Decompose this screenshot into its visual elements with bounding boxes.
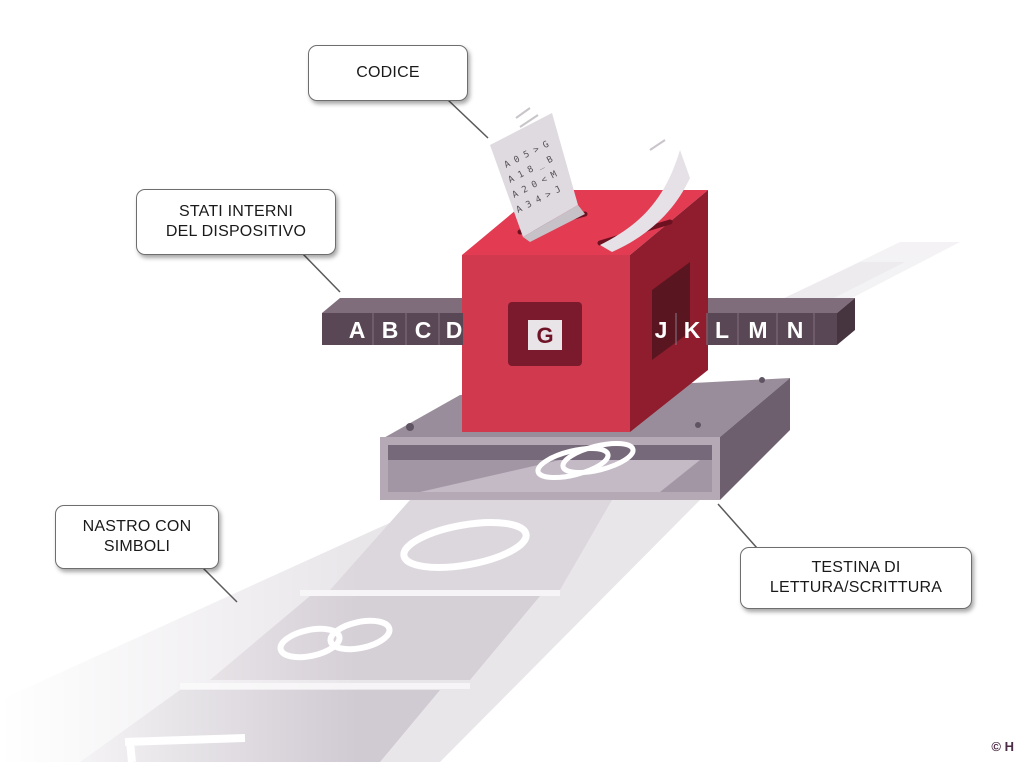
callout-nastro-line1: NASTRO CON xyxy=(82,518,192,535)
callout-codice: CODICE xyxy=(308,45,468,101)
callout-codice-text: CODICE xyxy=(356,64,420,81)
state-letter: J xyxy=(655,317,668,343)
control-box xyxy=(443,190,708,432)
head-base xyxy=(380,377,790,500)
copyright-mark: © H xyxy=(991,739,1014,754)
pointer-testina xyxy=(717,503,758,549)
state-letter: K xyxy=(684,317,701,343)
callout-nastro: NASTRO CON SIMBOLI xyxy=(55,505,219,569)
callout-stati-interni: STATI INTERNI DEL DISPOSITIVO xyxy=(136,189,336,255)
pointer-codice xyxy=(447,99,489,139)
callout-testina-line2: LETTURA/SCRITTURA xyxy=(769,579,943,596)
callout-testina-line1: TESTINA DI xyxy=(811,559,901,576)
current-state-letter: G xyxy=(536,323,553,348)
callout-stati-line2: DEL DISPOSITIVO xyxy=(165,223,307,240)
pointer-stati xyxy=(301,252,341,293)
callout-testina: TESTINA DI LETTURA/SCRITTURA xyxy=(740,547,972,609)
state-letter: L xyxy=(715,317,729,343)
pointer-nastro xyxy=(201,566,238,603)
callout-stati-line1: STATI INTERNI xyxy=(178,203,293,220)
tape-front xyxy=(0,420,1024,762)
state-letter: N xyxy=(787,317,804,343)
callout-nastro-line2: SIMBOLI xyxy=(103,538,171,555)
state-letter: C xyxy=(415,317,432,343)
state-letter: B xyxy=(382,317,399,343)
code-paper: A 0 5 > G A 1 8 _ B A 2 0 < M A 3 4 > J xyxy=(490,107,690,252)
state-letter: M xyxy=(748,317,767,343)
state-letter: D xyxy=(446,317,463,343)
state-letter: A xyxy=(349,317,366,343)
head-symbol-zero xyxy=(535,440,636,481)
